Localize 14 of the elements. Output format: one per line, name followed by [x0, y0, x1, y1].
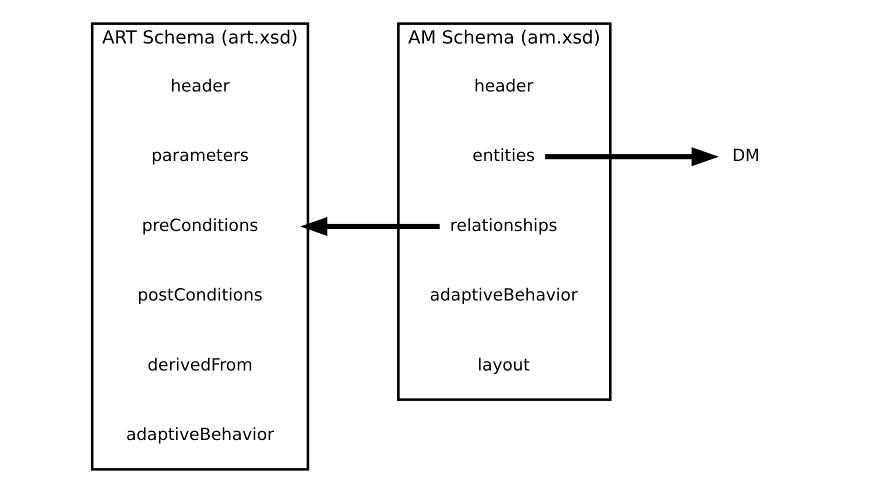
arrow	[545, 147, 719, 166]
arrow	[300, 216, 440, 236]
node-text: postConditions	[138, 284, 263, 305]
node-text: entities	[472, 145, 535, 166]
node-text: relationships	[450, 214, 558, 235]
node-text: adaptiveBehavior	[126, 424, 274, 444]
node-text: adaptiveBehavior	[430, 284, 578, 305]
node-text: derivedFrom	[148, 354, 253, 374]
node-text: parameters	[151, 145, 249, 166]
node-text: layout	[478, 354, 530, 374]
node-text: header	[170, 75, 230, 96]
node-text: DM	[732, 145, 760, 166]
node-text: preConditions	[142, 214, 258, 235]
node-text: header	[474, 75, 534, 96]
